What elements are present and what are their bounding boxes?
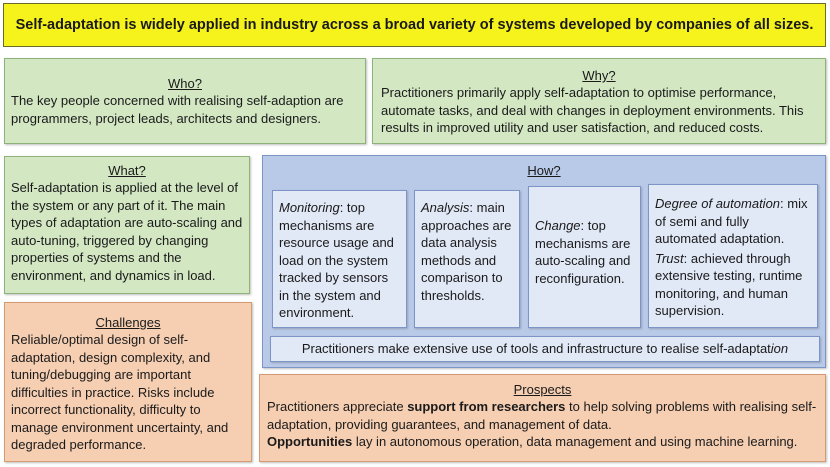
why-box: Why? Practitioners primarily apply self-… — [372, 58, 826, 144]
prospects-box: Prospects Practitioners appreciate suppo… — [259, 374, 826, 462]
analysis-box: Analysis: main approaches are data analy… — [414, 190, 520, 328]
automation-text: : mix of semi and fully automated adapta… — [655, 196, 808, 246]
change-term: Change — [535, 218, 581, 233]
analysis-text: : main approaches are data analysis meth… — [421, 200, 512, 303]
prospects-text2-post: lay in autonomous operation, data manage… — [352, 434, 798, 449]
why-text: Practitioners primarily apply self-adapt… — [381, 85, 804, 135]
tools-box: Practitioners make extensive use of tool… — [270, 336, 820, 362]
tools-text-italic: ion — [770, 341, 789, 357]
what-text: Self-adaptation is applied at the level … — [11, 180, 243, 283]
monitoring-box: Monitoring: top mechanisms are resource … — [272, 190, 407, 328]
challenges-text: Reliable/optimal design of self-adaptati… — [11, 332, 229, 452]
what-header: What? — [108, 163, 146, 178]
analysis-term: Analysis — [421, 200, 470, 215]
title-banner: Self-adaptation is widely applied in ind… — [3, 3, 826, 47]
challenges-box: Challenges Reliable/optimal design of se… — [4, 302, 252, 462]
who-box: Who? The key people concerned with reali… — [4, 58, 366, 144]
tools-text: Practitioners make extensive use of tool… — [301, 341, 771, 357]
prospects-text1-pre: Practitioners appreciate — [267, 399, 408, 414]
prospects-text2-bold: Opportunities — [267, 434, 353, 449]
monitoring-text: : top mechanisms are resource usage and … — [279, 200, 394, 320]
prospects-paragraph-2: Opportunities lay in autonomous operatio… — [267, 433, 818, 451]
trust-text: : achieved through extensive testing, ru… — [655, 250, 803, 319]
why-header: Why? — [582, 68, 616, 83]
change-text: : top mechanisms are auto-scaling and re… — [535, 218, 631, 286]
challenges-header: Challenges — [95, 315, 161, 330]
title-text: Self-adaptation is widely applied in ind… — [15, 17, 814, 33]
prospects-paragraph-1: Practitioners appreciate support from re… — [267, 398, 818, 433]
automation-box: Degree of automation: mix of semi and fu… — [648, 184, 818, 328]
monitoring-term: Monitoring — [279, 200, 340, 215]
how-header: How? — [527, 163, 561, 178]
who-header: Who? — [168, 76, 202, 91]
what-box: What? Self-adaptation is applied at the … — [4, 156, 250, 294]
how-box: How? Monitoring: top mechanisms are reso… — [262, 155, 826, 368]
prospects-header: Prospects — [513, 382, 572, 397]
trust-term: Trust — [655, 250, 684, 266]
change-box: Change: top mechanisms are auto-scaling … — [528, 186, 641, 328]
prospects-text1-bold: support from researchers — [407, 399, 566, 414]
who-text: The key people concerned with realising … — [11, 93, 344, 126]
automation-term: Degree of automation — [655, 196, 781, 211]
prospects-text1-post: to help solving problems with realising … — [267, 399, 817, 432]
